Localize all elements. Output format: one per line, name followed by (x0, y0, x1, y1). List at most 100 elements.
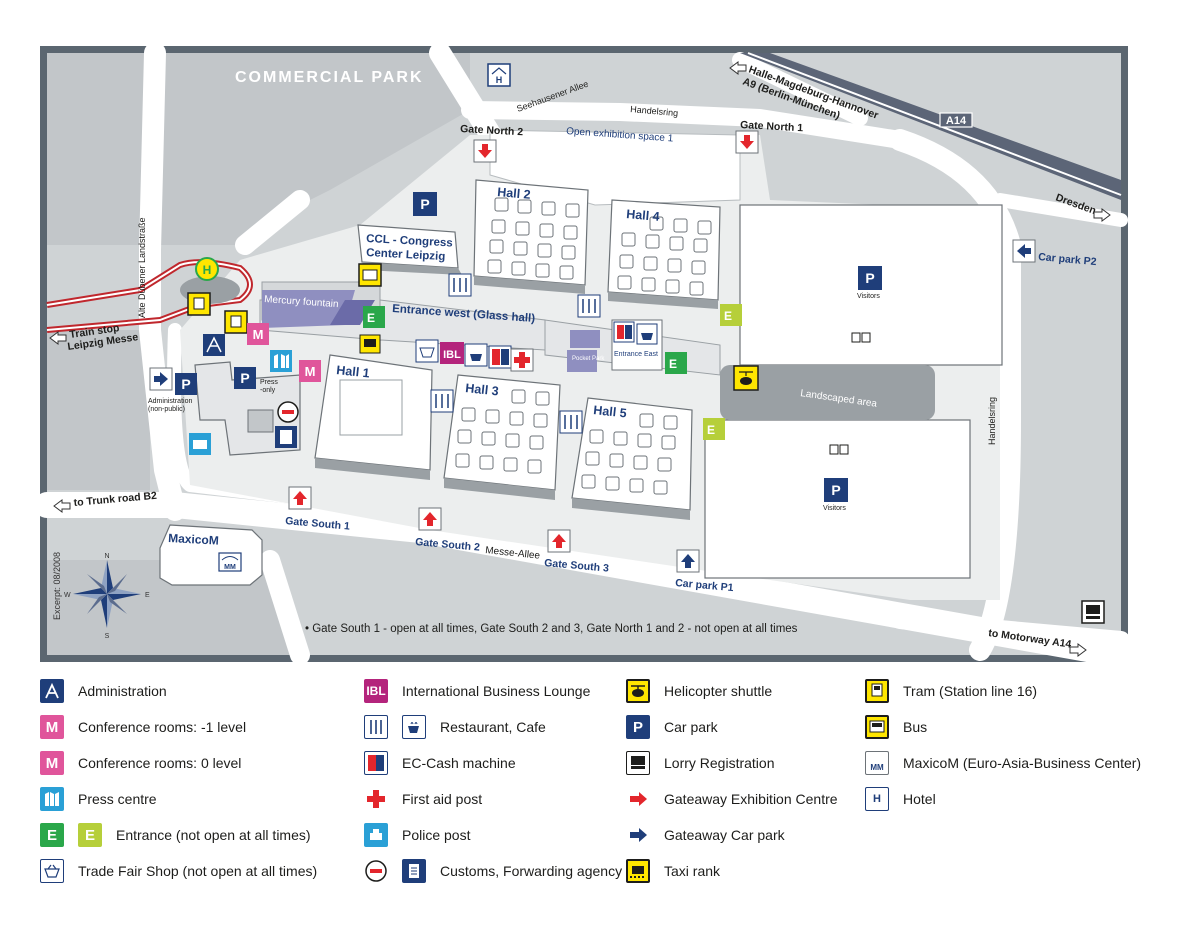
restaurant-icon (364, 715, 388, 739)
excerpt-date: Excerpt: 08/2008 (52, 552, 62, 620)
legend-item-restaurant: Restaurant, Cafe (364, 712, 546, 742)
alte-duebener-label: Alte Dübener Landstraße (137, 217, 147, 318)
hall-1-label: Hall 1 (336, 363, 371, 380)
svg-text:MM: MM (224, 564, 236, 571)
helicopter-shuttle-icon (733, 365, 759, 391)
car-park-icon: P (626, 715, 650, 739)
handelsring-top-label: Handelsring (630, 104, 679, 118)
legend-item-conference-0: M Conference rooms: 0 level (40, 748, 241, 778)
entrance-icon: E (40, 823, 64, 847)
ibl-icon: IBL (364, 679, 388, 703)
svg-text:E: E (724, 309, 732, 323)
pocket-park (567, 350, 597, 372)
car-park-icon: P (234, 367, 256, 389)
customs-icon (402, 859, 426, 883)
gate-north-1-label: Gate North 1 (740, 119, 804, 134)
car-park-icon: P (824, 478, 848, 502)
police-icon (364, 823, 388, 847)
svg-text:P: P (865, 270, 874, 286)
administration-label: Administration (148, 398, 192, 405)
entrance-alt-icon: E (78, 823, 102, 847)
first-aid-icon (510, 348, 534, 372)
press-centre-icon (270, 350, 292, 372)
conference-minus1-icon: M (247, 323, 269, 345)
mercury-fountain (262, 290, 355, 328)
gate-south-2-marker[interactable] (418, 507, 442, 531)
ec-cash-icon (364, 751, 388, 775)
conference-minus1-icon: M (40, 715, 64, 739)
svg-text:H: H (496, 75, 503, 85)
svg-text:P: P (420, 196, 429, 212)
pocket-park-label: Pocket Park (572, 356, 605, 362)
no-entry-icon (364, 859, 388, 883)
ec-cash-icon (488, 345, 512, 369)
administration-icon (40, 679, 64, 703)
hall-3-label: Hall 3 (465, 381, 500, 398)
entrance-south-east-icon[interactable]: E (703, 418, 725, 440)
gate-north-1-marker[interactable] (735, 130, 759, 154)
customs-icon (277, 401, 299, 423)
legend-item-taxi-rank: Taxi rank (626, 856, 720, 886)
restaurant-icon (577, 294, 601, 318)
gate-north-2-marker[interactable] (473, 139, 497, 163)
legend-item-first-aid: First aid post (364, 784, 482, 814)
mercury-fountain-label: Mercury fountain (264, 294, 339, 310)
entrance-north-east-icon[interactable]: E (720, 304, 742, 326)
legend-item-car-park: P Car park (626, 712, 718, 742)
legend-item-customs: Customs, Forwarding agency (364, 856, 622, 886)
handelsring-right-label: Handelsring (987, 397, 997, 445)
legend-item-helicopter: Helicopter shuttle (626, 676, 772, 706)
svg-text:M: M (253, 327, 264, 342)
hall-1 (314, 354, 433, 480)
landscaped-area (720, 365, 935, 420)
ccl-label-2: Center Leipzig (366, 247, 446, 263)
administration-icon (203, 334, 225, 356)
entrance-west-icon[interactable]: E (363, 306, 385, 328)
lorry-registration-icon (1081, 600, 1105, 624)
maxicom-icon: MM (865, 751, 889, 775)
legend-item-hotel: H Hotel (865, 784, 936, 814)
gate-south-1-marker[interactable] (288, 486, 312, 510)
gate-south-3-marker[interactable] (547, 529, 571, 553)
taxi-rank-icon (359, 334, 381, 354)
legend-item-lorry-registration: Lorry Registration (626, 748, 775, 778)
gate-south-3-label: Gate South 3 (544, 557, 610, 575)
bus-icon (358, 263, 382, 287)
legend-item-ec-cash: EC-Cash machine (364, 748, 516, 778)
ec-cash-east-icon (613, 321, 635, 343)
trade-fair-shop-icon (415, 339, 439, 363)
legend-item-trade-fair-shop: Trade Fair Shop (not open at all times) (40, 856, 317, 886)
gate-north-2-label: Gate North 2 (460, 123, 524, 138)
car-park-icon: P (175, 373, 197, 395)
gate-south-1-label: Gate South 1 (285, 515, 351, 533)
entrance-east-icon[interactable]: E (665, 352, 687, 374)
fairground-map: A14 Landscaped area Mercury fountain Poc… (40, 46, 1128, 662)
restaurant-icon (559, 410, 583, 434)
legend-item-press-centre: Press centre (40, 784, 157, 814)
tram-icon (865, 679, 889, 703)
hall-4 (607, 199, 721, 309)
legend-item-administration: Administration (40, 676, 167, 706)
administration-building (194, 361, 301, 456)
car-park-p2-marker[interactable] (1012, 239, 1036, 263)
police-icon (189, 433, 211, 455)
svg-text:P: P (181, 376, 190, 392)
tram-icon (224, 310, 248, 334)
gateaway-car-park-icon (626, 823, 650, 847)
gateaway-car-park-admin-marker[interactable] (149, 367, 173, 391)
restaurant-icon (448, 273, 472, 297)
legend: Administration M Conference rooms: -1 le… (0, 672, 1180, 936)
legend-item-maxicom: MM MaxicoM (Euro-Asia-Business Center) (865, 748, 1141, 778)
conference-0-icon: M (299, 360, 321, 382)
car-park-p1-marker[interactable] (676, 549, 700, 573)
svg-text:IBL: IBL (443, 349, 461, 361)
trade-fair-shop-icon (40, 859, 64, 883)
car-park-icon: P (858, 266, 882, 290)
customs-building-icon (275, 426, 297, 448)
gate-opening-note: • Gate South 1 - open at all times, Gate… (305, 623, 798, 635)
motorway-a14 (740, 53, 1121, 200)
car-park-p1-label: Car park P1 (675, 577, 734, 594)
cafe-icon (464, 343, 488, 367)
legend-item-police: Police post (364, 820, 470, 850)
compass-e: E (145, 592, 150, 599)
